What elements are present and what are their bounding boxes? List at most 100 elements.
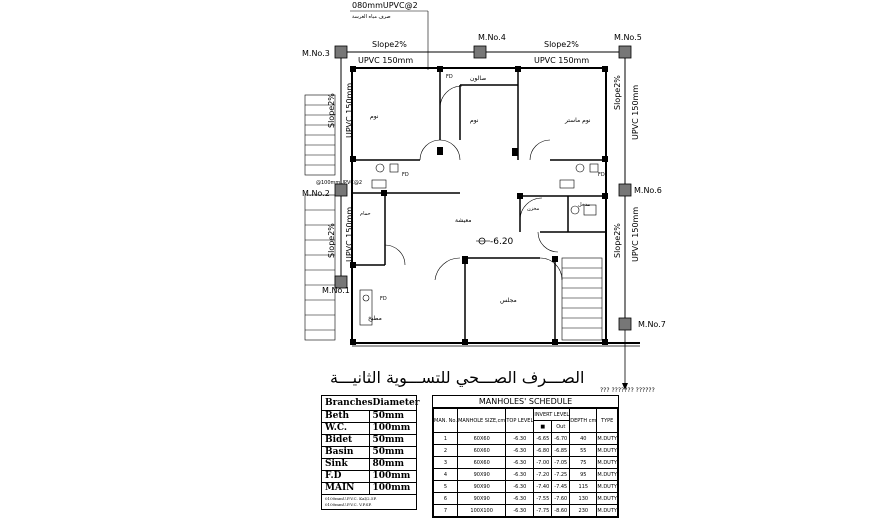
table-cell: 2 [432, 444, 459, 457]
branch-name: F.D [325, 471, 342, 481]
manhole-7 [618, 317, 632, 331]
slope-top-left: Slope2% [372, 40, 407, 49]
table-cell: 60X60 [457, 432, 507, 445]
table-cell: -6.30 [505, 444, 535, 457]
schedule-table: MAN. No. MANHOLE SIZE,cm TOP LEVEL INVER… [432, 408, 618, 517]
table-cell: 60X60 [457, 456, 507, 469]
manhole-label-3: M.No.3 [302, 49, 330, 58]
upvc-top-right: UPVC 150mm [534, 56, 589, 65]
right-note: ??? ??????? ?????? [600, 387, 655, 394]
branch-size: 80mm [368, 459, 417, 470]
upvc-right-lower: UPVC 150mm [631, 207, 640, 262]
room-store: مخزن [527, 206, 540, 212]
table-cell: M.DUTY [596, 432, 618, 445]
branches-header: Branches Diameter [322, 396, 419, 411]
drawing-title: الصـــرف الصـــحي للتســـوية الثانيـــة [330, 368, 585, 387]
table-cell: 230 [569, 504, 598, 517]
branch-size: 100mm [368, 471, 417, 482]
table-cell: 75 [569, 456, 598, 469]
branch-name: W.C. [325, 423, 347, 433]
schedule-title: MANHOLES' SCHEDULE [433, 396, 618, 408]
table-row: W.C. 100mm [322, 423, 416, 435]
table-cell: -7.05 [551, 456, 571, 469]
table-cell: M.DUTY [596, 480, 618, 493]
table-cell: -6.30 [505, 492, 535, 505]
table-cell: M.DUTY [596, 444, 618, 457]
branch-name: Basin [325, 447, 354, 457]
table-cell: 95 [569, 468, 598, 481]
branch-name: MAIN [325, 483, 355, 493]
table-cell: -6.85 [551, 444, 571, 457]
table-cell: -7.00 [533, 456, 553, 469]
table-cell: 3 [432, 456, 459, 469]
branches-note-1: 0100mmU.P.V.C. Kal/2.5P. [325, 496, 377, 501]
manhole-1 [334, 275, 348, 289]
table-cell: 1 [432, 432, 459, 445]
branch-size: 50mm [368, 447, 417, 458]
manhole-label-2: M.No.2 [302, 189, 330, 198]
branch-name: Beth [325, 411, 350, 421]
table-cell: 6 [432, 492, 459, 505]
table-cell: M.DUTY [596, 456, 618, 469]
branches-note-2: 0100mmU.P.V.C. V.P.SP. [325, 502, 372, 507]
pipe-note-left: @100mmUPVC@2 [316, 180, 362, 186]
room-living: معيشة [455, 217, 472, 224]
fd-label-2: FD [402, 172, 409, 178]
table-cell: -6.30 [505, 504, 535, 517]
col-depth: DEPTH cm [569, 408, 598, 433]
room-bedroom-2: نوم [470, 117, 479, 124]
branch-name: Bidet [325, 435, 353, 445]
manhole-3 [334, 45, 348, 59]
top-note-1: 080mmUPVC@2 [352, 1, 418, 10]
table-cell: 55 [569, 444, 598, 457]
room-bath: حمام [360, 211, 371, 217]
table-cell: 130 [569, 492, 598, 505]
table-row: F.D 100mm [322, 471, 416, 483]
table-cell: -6.30 [505, 456, 535, 469]
manhole-label-5: M.No.5 [614, 33, 642, 42]
col-invert: INVERT LEVEL [533, 408, 571, 421]
slope-right-upper: Slope2% [613, 75, 622, 110]
manholes-schedule: MANHOLES' SCHEDULE MAN. No. MANHOLE SIZE… [432, 395, 619, 518]
col-out: Out [551, 420, 571, 433]
level-mark: -6.20 [490, 237, 514, 247]
col-man-no: MAN. No. [432, 408, 459, 433]
table-cell: 100X100 [457, 504, 507, 517]
table-cell: -6.65 [533, 432, 553, 445]
table-cell: 90X90 [457, 468, 507, 481]
room-entrance: مدخل [578, 202, 591, 208]
room-bedroom-1: نوم [370, 113, 379, 120]
table-cell: -7.40 [533, 480, 553, 493]
slope-left-lower: Slope2% [327, 223, 336, 258]
table-cell: 60X60 [457, 444, 507, 457]
fd-label-3: FD [598, 172, 605, 178]
col-in: ■ [533, 420, 553, 433]
table-cell: -7.45 [551, 480, 571, 493]
fd-label-1: FD [446, 74, 453, 80]
table-cell: -6.30 [505, 468, 535, 481]
manhole-4 [473, 45, 487, 59]
col-top: TOP LEVEL [505, 408, 535, 433]
fd-label-4: FD [380, 296, 387, 302]
room-salon: صالون [470, 75, 486, 82]
table-cell: -7.25 [551, 468, 571, 481]
table-cell: M.DUTY [596, 468, 618, 481]
table-cell: 7 [432, 504, 459, 517]
upvc-left-lower: UPVC 150mm [345, 207, 354, 262]
table-cell: -8.60 [551, 504, 571, 517]
branch-size: 100mm [368, 423, 417, 434]
manhole-label-4: M.No.4 [478, 33, 506, 42]
slope-right-lower: Slope2% [613, 223, 622, 258]
room-majlis: مجلس [500, 297, 517, 304]
